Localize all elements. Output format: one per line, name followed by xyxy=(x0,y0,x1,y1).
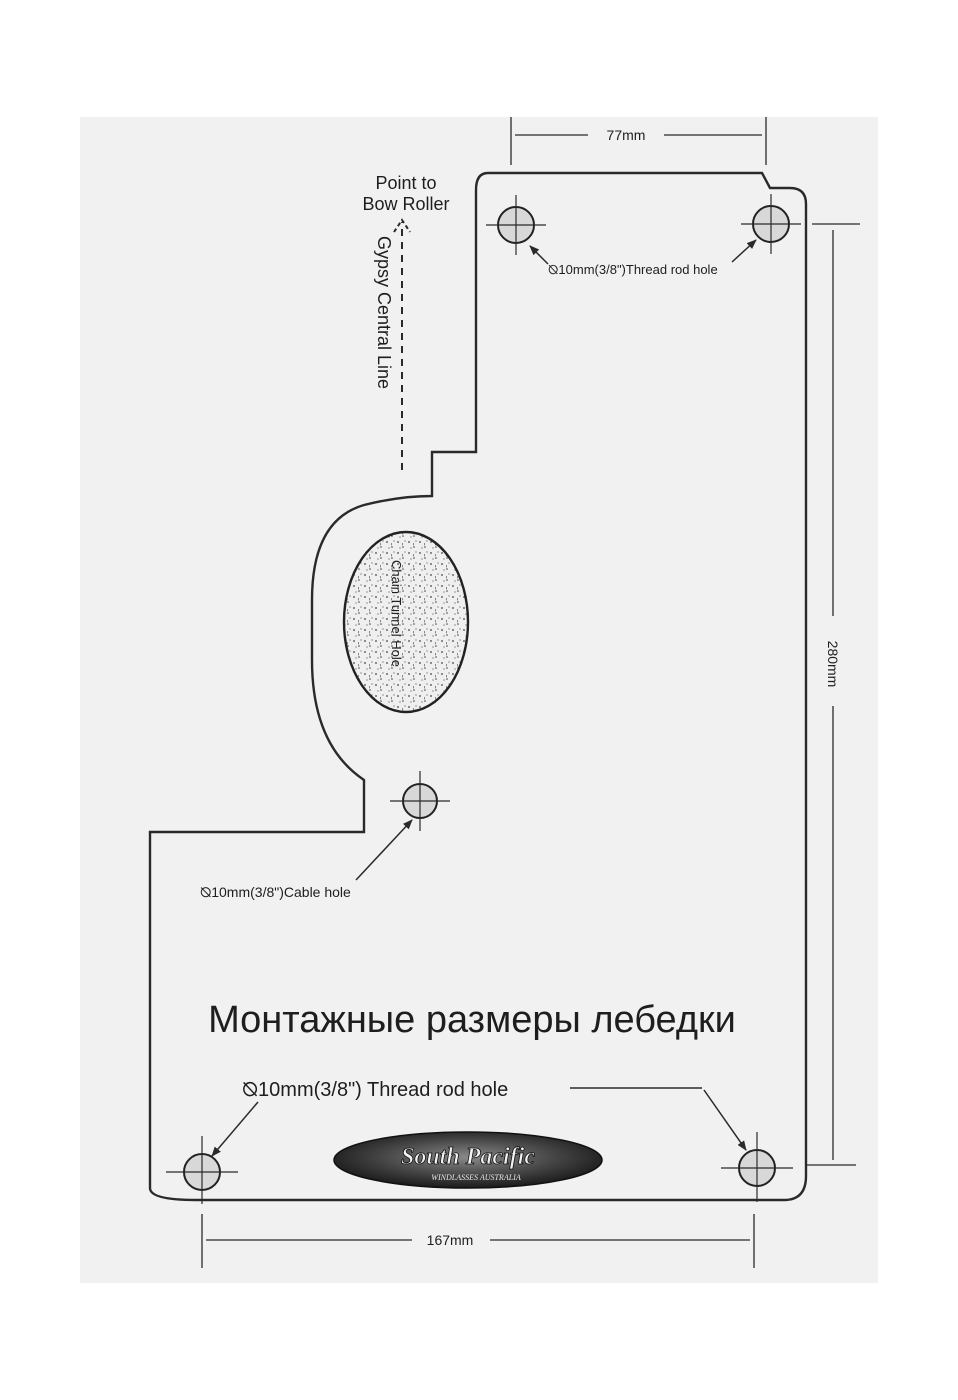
thread-rod-hole-top-left xyxy=(486,195,546,255)
south-pacific-logo: South Pacific WINDLASSES AUSTRALIA xyxy=(333,1131,603,1189)
bottom-dimension-label: 167mm xyxy=(427,1232,474,1248)
cable-hole xyxy=(390,771,450,831)
svg-text:WINDLASSES AUSTRALIA: WINDLASSES AUSTRALIA xyxy=(431,1173,521,1182)
bow-roller-label: Bow Roller xyxy=(362,194,449,214)
page-title: Монтажные размеры лебедки xyxy=(208,999,736,1041)
point-to-label: Point to xyxy=(375,173,436,193)
thread-rod-hole-bottom-left xyxy=(166,1136,238,1204)
template-sheet xyxy=(80,117,878,1283)
bottom-hole-arrow-right xyxy=(703,1089,747,1151)
bottom-thread-hole-label: ⦰10mm(3/8") Thread rod hole xyxy=(242,1079,508,1101)
top-thread-hole-label: ⦰10mm(3/8")Thread rod hole xyxy=(548,262,718,277)
central-line-label: Gypsy Central Line xyxy=(374,236,394,389)
top-hole-arrow-left xyxy=(529,245,549,265)
chain-tunnel-hole xyxy=(342,530,470,714)
svg-text:South Pacific: South Pacific xyxy=(401,1144,535,1170)
right-dimension-label: 280mm xyxy=(825,641,841,688)
chain-tunnel-label: Chain Tunnel Hole xyxy=(389,560,404,667)
thread-rod-hole-bottom-right xyxy=(721,1132,793,1202)
thread-rod-hole-top-right xyxy=(741,194,801,254)
cable-hole-label: ⦰10mm(3/8")Cable hole xyxy=(200,884,351,900)
bottom-hole-arrow-left xyxy=(211,1101,259,1157)
base-outline xyxy=(148,171,808,1202)
cable-hole-arrow xyxy=(355,819,413,881)
bow-roller-arrow-icon xyxy=(393,218,411,233)
top-hole-arrow-right xyxy=(731,239,757,263)
top-dimension-label: 77mm xyxy=(607,127,646,143)
